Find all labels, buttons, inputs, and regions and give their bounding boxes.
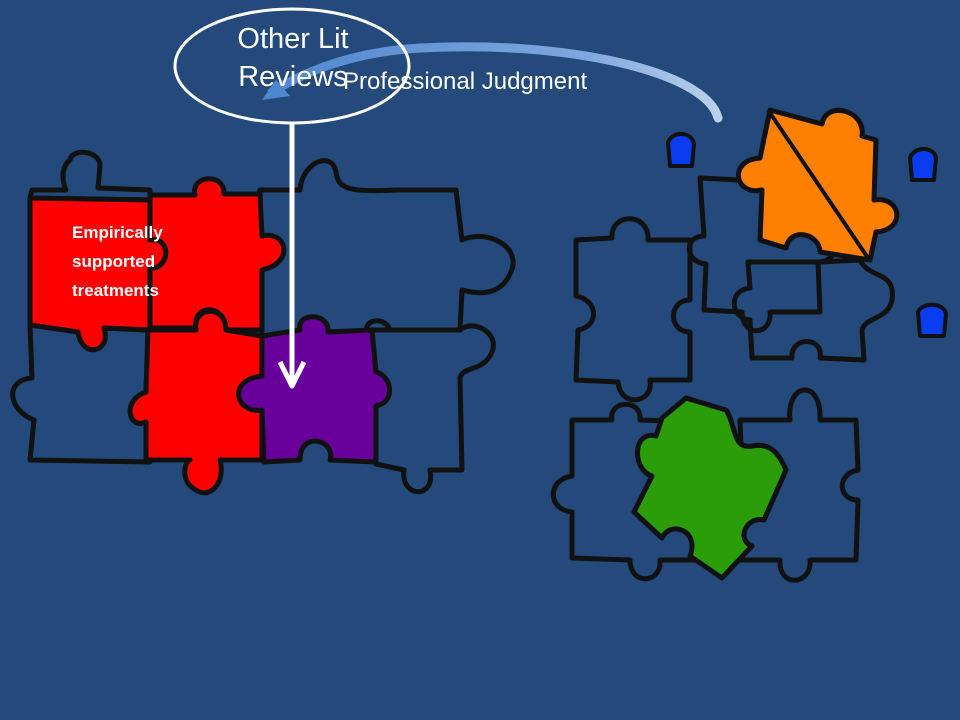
est-label-line3: treatments [72,281,159,300]
empirically-supported-treatments-label: Empirically supported treatments [72,218,163,305]
outline-puzzle-piece-icon [550,401,720,582]
arrow-down-icon [277,360,307,389]
blue-puzzle-piece-icon [916,302,948,338]
oval-label: Other Lit Reviews [198,20,388,96]
blue-puzzle-piece-icon [666,132,696,168]
red-puzzle-piece-icon [147,176,287,333]
green-puzzle-piece-icon [631,395,789,581]
est-label-line1: Empirically [72,223,163,242]
oval-outline [173,7,411,125]
outline-puzzle-piece-icon [257,158,516,347]
red-puzzle-piece-icon [127,308,265,496]
orange-piece-group [736,107,900,263]
red-pieces [27,176,287,496]
outline-puzzle-piece-icon [573,216,693,403]
outline-puzzle-piece-icon [731,257,895,363]
outline-puzzle-piece-icon [369,323,496,495]
purple-puzzle-piece-icon [236,314,392,465]
est-label-line2: supported [72,252,156,271]
slash-line [766,108,870,260]
oval-label-line2: Reviews [238,61,348,93]
oval-label-line1: Other Lit [237,23,349,55]
blue-puzzle-piece-icon [908,147,938,182]
blue-pieces [666,132,948,338]
curved-arrow-head [262,80,290,100]
curved-arrow-icon [267,42,723,123]
outline-puzzle-piece-icon [27,149,153,203]
professional-judgment-label: Professional Judgment [343,68,588,95]
